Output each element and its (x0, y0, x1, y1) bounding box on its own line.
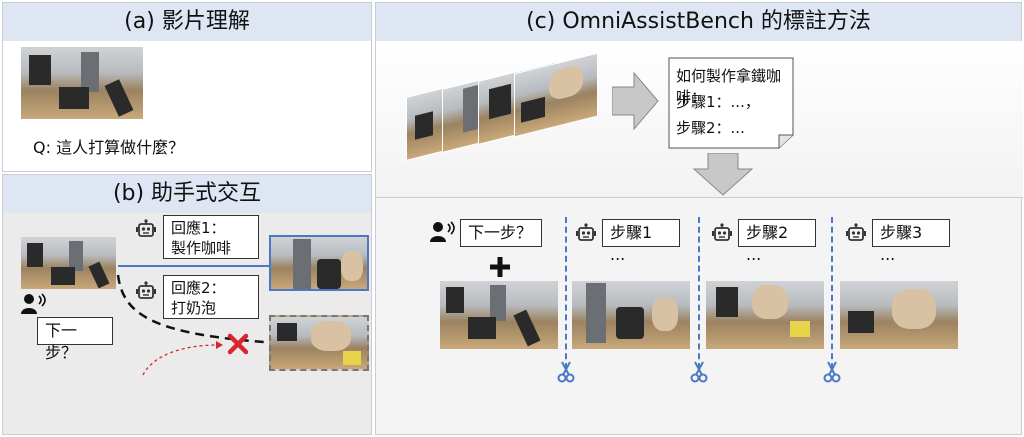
user-query-bubble: 下一步？ (37, 317, 113, 362)
segment-boundary (565, 217, 567, 369)
robot-icon (136, 219, 156, 237)
question-text: Q: 這人打算做什麼？ (33, 138, 185, 157)
timeline-frame (440, 281, 558, 349)
timeline-frame (706, 281, 824, 349)
timeline-frame (840, 281, 958, 349)
panel-assistant-interaction: (b) 助手式交互 回應1： 製作咖啡 回應2： 打奶泡 下 (2, 174, 372, 435)
note-line-2: 步驟1：...， (676, 93, 760, 111)
arrow-down-icon (692, 153, 754, 196)
step-1-bubble: 步驟1 ... (602, 219, 680, 264)
response-frame-wrong (269, 315, 369, 371)
robot-icon (136, 281, 156, 299)
robot-icon (576, 223, 596, 241)
robot-icon (846, 223, 866, 241)
speaker-person-icon (21, 293, 46, 314)
annotation-note: 如何製作拿鐵咖啡： 步驟1：...， 步驟2：... (668, 57, 794, 149)
robot-icon (712, 223, 732, 241)
scissors-icon (690, 361, 708, 383)
cross-icon (227, 333, 249, 355)
response-1-bubble: 回應1： 製作咖啡 (163, 215, 259, 259)
video-frame (21, 237, 116, 289)
note-line-3: 步驟2：... (676, 119, 745, 137)
plus-icon (490, 257, 510, 277)
step-3-bubble: 步驟3 ... (872, 219, 950, 264)
response-1-line1: 回應1： (171, 219, 226, 237)
panel-video-understanding: (a) 影片理解 Q: 這人打算做什麼？ (2, 2, 372, 172)
response-frame-correct (269, 235, 369, 291)
panel-a-title: (a) 影片理解 (3, 3, 371, 41)
user-query-bubble: 下一步？ (460, 219, 542, 247)
panel-annotation-method: (c) OmniAssistBench 的標註方法 如何製作拿鐵咖啡： (375, 2, 1023, 435)
step-2-bubble: 步驟2 ... (738, 219, 816, 264)
segment-boundary (831, 217, 833, 369)
stacked-video-frames (406, 52, 606, 169)
segment-boundary (698, 217, 700, 369)
section-divider (376, 197, 1023, 198)
video-frame (21, 47, 143, 119)
panel-b-title: (b) 助手式交互 (3, 175, 371, 213)
scissors-icon (823, 361, 841, 383)
timeline-frame (572, 281, 690, 349)
response-1-line2: 製作咖啡 (171, 239, 232, 257)
scissors-icon (557, 361, 575, 383)
panel-c-title: (c) OmniAssistBench 的標註方法 (376, 3, 1021, 41)
response-2-line2: 打奶泡 (171, 299, 217, 317)
note-line-1: 如何製作拿鐵咖啡： (676, 67, 782, 106)
response-2-line1: 回應2： (171, 279, 226, 297)
speaker-person-icon (430, 221, 455, 242)
response-2-bubble: 回應2： 打奶泡 (163, 275, 259, 319)
arrow-right-icon (612, 71, 659, 131)
flow-arrows (116, 261, 283, 376)
